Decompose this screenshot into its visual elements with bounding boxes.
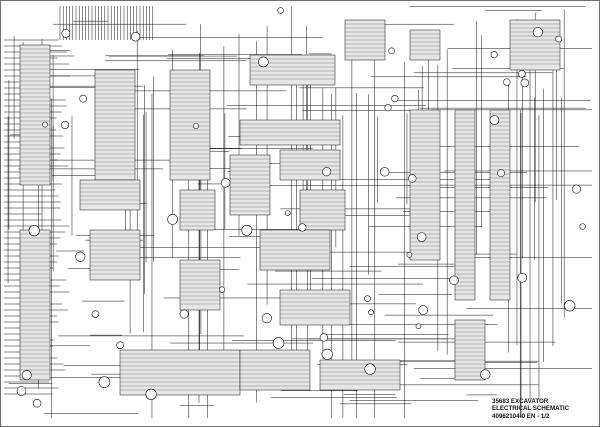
connector-symbol xyxy=(418,305,428,315)
connector-symbol xyxy=(98,376,111,388)
component-block xyxy=(229,154,271,216)
title-line-model: 35683 EXCAVATOR xyxy=(492,398,549,405)
connector-symbol xyxy=(579,223,586,230)
connector-symbol xyxy=(489,115,500,125)
connector-symbol xyxy=(32,399,42,408)
connector-symbol xyxy=(28,225,40,237)
connector-symbol xyxy=(116,341,124,349)
connector-symbol xyxy=(384,104,392,112)
component-block xyxy=(489,109,511,301)
connector-symbol xyxy=(321,348,333,360)
component-block xyxy=(169,69,211,181)
connector-symbol xyxy=(91,310,100,318)
connector-symbol xyxy=(79,94,88,103)
connector-symbol xyxy=(379,167,390,177)
connector-symbol xyxy=(503,78,511,86)
component-block xyxy=(509,19,561,71)
connector-symbol xyxy=(319,333,328,342)
title-line-docnumber: 40962104-0 EN - 1/2 xyxy=(492,412,550,420)
component-block xyxy=(319,359,401,391)
connector-symbol xyxy=(61,29,71,38)
connector-symbol xyxy=(277,7,284,14)
component-block xyxy=(454,109,476,301)
component-block xyxy=(279,149,341,181)
component-block xyxy=(409,29,441,61)
component-block xyxy=(454,319,486,381)
connector-symbol xyxy=(571,184,581,194)
title-line-name: ELECTRICAL SCHEMATIC xyxy=(492,405,570,413)
connector-symbol xyxy=(167,214,178,225)
connector-symbol xyxy=(192,122,199,129)
connector-circles xyxy=(16,7,586,408)
connector-symbol xyxy=(555,35,562,43)
connector-symbol xyxy=(21,370,32,381)
connector-symbol xyxy=(179,309,189,319)
connector-symbol xyxy=(520,78,530,88)
component-block xyxy=(19,229,51,381)
connector-symbol xyxy=(220,178,231,188)
component-block xyxy=(279,289,351,326)
title-block: 35683 EXCAVATOR ELECTRICAL SCHEMATIC 409… xyxy=(492,398,596,420)
connector-symbol xyxy=(532,27,543,38)
connector-symbol xyxy=(258,56,269,68)
component-block xyxy=(239,119,341,146)
connector-symbol xyxy=(517,272,528,283)
connector-symbol xyxy=(130,32,141,42)
connector-symbol xyxy=(145,388,157,400)
component-blocks xyxy=(19,19,561,396)
connector-symbol xyxy=(298,223,307,232)
connector-symbol xyxy=(415,323,422,330)
connector-symbol xyxy=(42,121,48,128)
connector-symbol xyxy=(368,309,374,316)
connector-symbol xyxy=(16,386,27,396)
component-block xyxy=(19,44,51,186)
component-block xyxy=(89,229,141,281)
connector-symbol xyxy=(241,224,253,236)
connector-symbol xyxy=(272,337,285,349)
connector-symbol xyxy=(61,120,70,130)
connector-symbol xyxy=(388,47,395,55)
connector-symbol xyxy=(261,313,272,324)
connector-symbol xyxy=(480,369,491,380)
connector-symbol xyxy=(218,286,226,293)
component-block xyxy=(119,349,241,396)
connector-symbol xyxy=(408,174,417,183)
connector-symbol xyxy=(391,94,399,103)
component-block xyxy=(94,69,136,181)
connector-symbol xyxy=(564,300,576,312)
connector-symbol xyxy=(284,210,291,216)
connector-symbol xyxy=(406,251,413,258)
connector-symbol xyxy=(449,275,459,286)
connector-symbol xyxy=(75,251,86,262)
connector-symbol xyxy=(364,295,371,302)
component-block xyxy=(179,259,221,311)
connector-symbol xyxy=(364,363,376,375)
connector-symbol xyxy=(518,70,526,78)
connector-symbol xyxy=(490,51,498,59)
connector-symbol xyxy=(497,169,505,178)
connector-symbol xyxy=(322,167,332,177)
connector-symbol xyxy=(416,232,427,242)
component-block xyxy=(79,179,141,211)
